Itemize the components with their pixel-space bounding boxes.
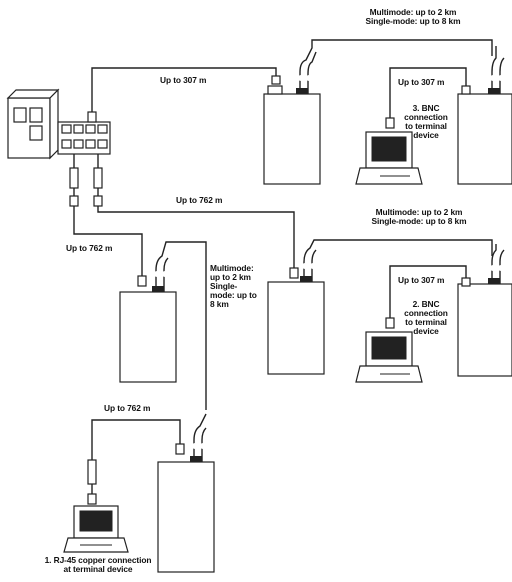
extender-middle [267,276,325,375]
label-rj45: 1. RJ-45 copper connection at terminal d… [18,556,178,574]
terminal-device-2 [355,331,423,383]
label-line: at terminal device [63,564,133,574]
label-line: Single-mode: up to 8 km [371,216,467,226]
label-line: Multimode: up to 2 km [375,207,463,217]
extender-left [119,286,177,383]
label-line: Single- [210,281,238,291]
host-server [6,88,60,160]
label-line: connection [404,308,448,318]
label-line: 3. BNC [412,103,440,113]
label-line: mode: up to [210,290,257,300]
label-bottom-copper: Up to 762 m [104,403,151,413]
label-line: connection [404,112,448,122]
label-line: device [413,130,439,140]
extender-bottom [157,443,215,573]
extender-top [263,85,321,185]
terminal-device-1 [63,505,129,553]
label-line: 2. BNC [412,299,440,309]
label-line: Multimode: [210,263,254,273]
label-line: to terminal [405,317,447,327]
label-mid-fiber: Multimode: up to 2 km Single-mode: up to… [344,208,494,226]
label-top-copper: Up to 307 m [160,75,207,85]
label-line: device [413,326,439,336]
label-left-copper: Up to 762 m [66,243,113,253]
label-bnc-2: 2. BNC connection to terminal device [396,300,456,336]
label-line: 8 km [210,299,229,309]
extender-top-right [457,85,512,185]
label-line: Single-mode: up to 8 km [365,16,461,26]
label-line: Multimode: up to 2 km [369,7,457,17]
label-mid-copper: Up to 762 m [176,195,223,205]
label-left-fiber: Multimode: up to 2 km Single- mode: up t… [210,264,257,309]
label-top-right-copper: Up to 307 m [398,77,445,87]
label-line: up to 2 km [210,272,251,282]
patch-panel [57,121,111,155]
label-line: to terminal [405,121,447,131]
rj45-coupler-left [69,167,79,189]
label-line: 1. RJ-45 copper connection [44,555,152,565]
label-mid-right-copper: Up to 307 m [398,275,445,285]
label-top-fiber: Multimode: up to 2 km Single-mode: up to… [348,8,478,26]
label-bnc-3: 3. BNC connection to terminal device [396,104,456,140]
extender-middle-right [457,277,512,377]
rj45-coupler-right [93,167,103,189]
terminal-device-3 [355,131,423,185]
